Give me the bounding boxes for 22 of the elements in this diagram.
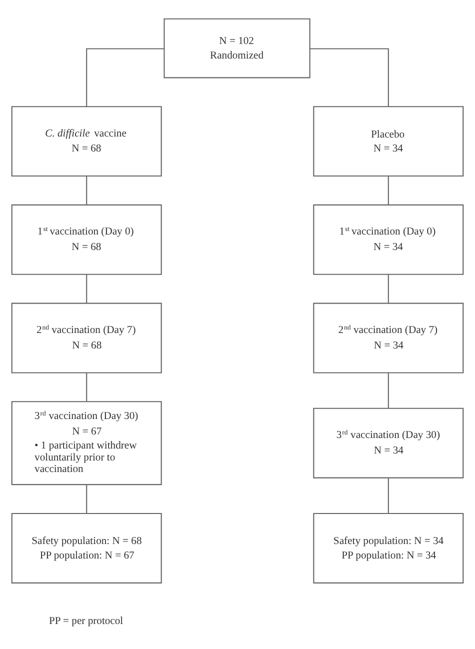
node-box: Placebo N = 34	[313, 106, 464, 176]
connector	[86, 48, 164, 106]
node-box: 3$^{rd}$ vaccination (Day 30) N = 34	[313, 407, 464, 478]
node-box: 2$^{nd}$ vaccination (Day 7) N = 34	[313, 302, 464, 373]
node-box: Safety population: N = 34 PP population: N = 34	[313, 512, 464, 583]
connector	[310, 48, 389, 106]
connector	[388, 372, 389, 408]
node-box: 3$^{rd}$ vaccination (Day 30) N = 67 • 1 participant withdrew voluntarily prior to vaccination	[11, 400, 162, 485]
connector	[86, 274, 88, 303]
label: PP = per protocol	[48, 616, 124, 627]
connector	[86, 176, 88, 204]
node-box: 1$^{st}$ vaccination (Day 0) N = 68	[11, 204, 162, 274]
connector	[86, 372, 88, 401]
connector	[388, 176, 389, 204]
node-box: 1$^{st}$ vaccination (Day 0) N = 34	[313, 204, 464, 274]
connector	[86, 484, 88, 513]
node-box: 2$^{nd}$ vaccination (Day 7) N = 68	[11, 302, 162, 373]
node-box: N = 102 Randomized	[164, 18, 310, 78]
connector	[388, 478, 389, 513]
node-box: Safety population: N = 68 PP population: N = 67	[11, 512, 162, 583]
node-box: C. difficile vaccine N = 68	[11, 106, 162, 176]
connector	[388, 274, 389, 303]
